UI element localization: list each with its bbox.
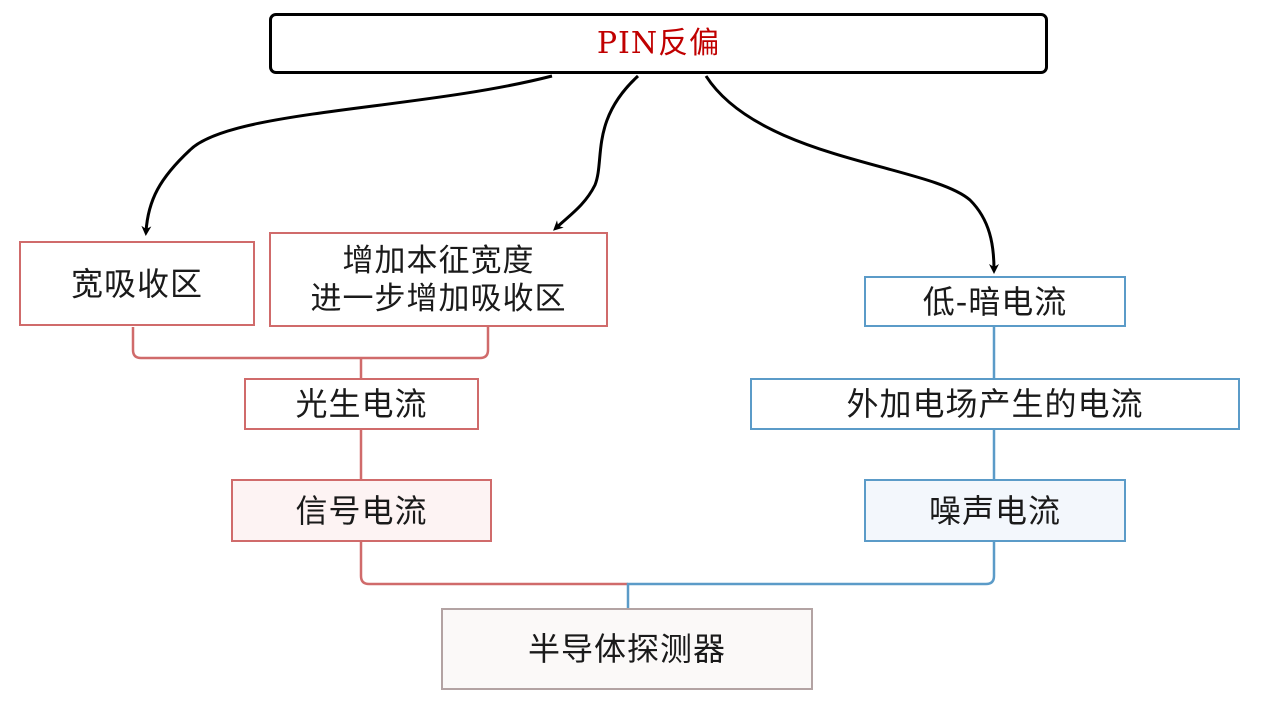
arrow-to-wide-absorption bbox=[141, 74, 553, 236]
left-bracket-connector bbox=[131, 327, 490, 360]
pin-reverse-bias-node: PIN反偏 bbox=[269, 13, 1048, 74]
intrinsic-width-line2: 进一步增加吸收区 bbox=[310, 280, 567, 317]
field-current-node: 外加电场产生的电流 bbox=[750, 378, 1240, 430]
intrinsic-width-node: 增加本征宽度 进一步增加吸收区 bbox=[269, 232, 608, 327]
dark-current-label: 低-暗电流 bbox=[922, 282, 1068, 321]
arrow-to-dark-current bbox=[704, 75, 999, 274]
dark-current-node: 低-暗电流 bbox=[864, 276, 1126, 327]
signal-current-node: 信号电流 bbox=[231, 479, 492, 542]
intrinsic-width-line1: 增加本征宽度 bbox=[342, 242, 535, 279]
wide-absorption-node: 宽吸收区 bbox=[19, 241, 255, 326]
connector-signal-to-bottom bbox=[359, 542, 628, 586]
wide-absorption-label: 宽吸收区 bbox=[70, 264, 203, 303]
arrow-to-intrinsic bbox=[553, 74, 640, 231]
noise-current-node: 噪声电流 bbox=[864, 479, 1126, 542]
signal-current-label: 信号电流 bbox=[295, 491, 428, 530]
photocurrent-node: 光生电流 bbox=[244, 378, 479, 430]
noise-current-label: 噪声电流 bbox=[928, 491, 1061, 530]
pin-reverse-bias-label: PIN反偏 bbox=[596, 25, 721, 61]
field-current-label: 外加电场产生的电流 bbox=[846, 385, 1144, 423]
semiconductor-detector-label: 半导体探测器 bbox=[527, 630, 726, 668]
connector-noise-to-bottom bbox=[626, 542, 996, 608]
semiconductor-detector-node: 半导体探测器 bbox=[441, 608, 813, 690]
photocurrent-label: 光生电流 bbox=[295, 385, 428, 423]
